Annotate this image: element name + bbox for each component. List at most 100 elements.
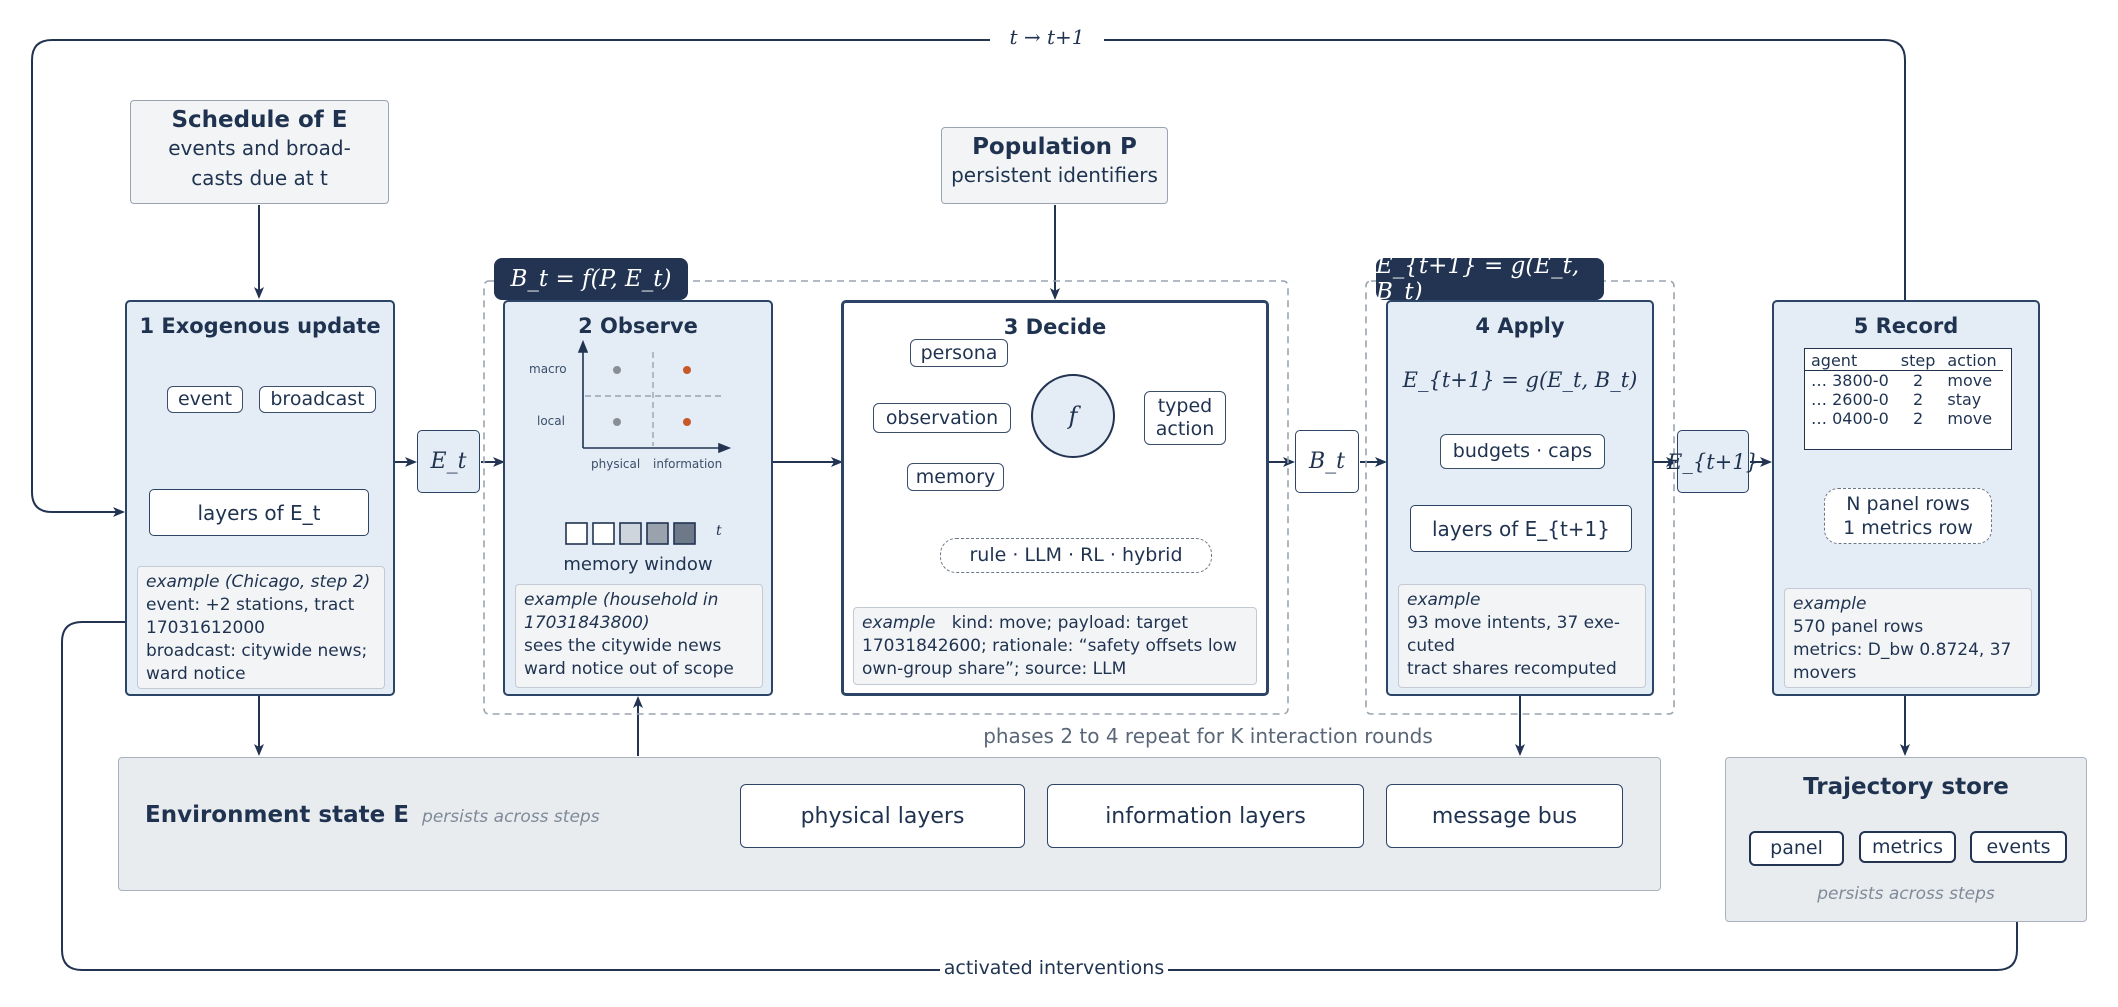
cell-agent: … 0400-0 — [1811, 409, 1889, 428]
physical-layers-box: physical layers — [740, 784, 1025, 848]
cell-step: 2 — [1912, 371, 1924, 390]
memory-window-label: memory window — [563, 554, 713, 575]
example-line: tract shares recomputed — [1407, 659, 1617, 679]
observe-formula-tag: B_t = f(P, E_t) — [494, 258, 688, 300]
phase2-example: example (household in 17031843800) sees … — [515, 584, 763, 688]
table-row: … 3800-0 2 move — [1805, 371, 2003, 390]
population-title: Population P — [972, 134, 1137, 160]
cell-step: 2 — [1912, 390, 1924, 409]
environment-state-panel: Environment state E persists across step… — [118, 757, 1661, 891]
trajectory-events-chip: events — [1970, 831, 2067, 863]
record-table: agent step action … 3800-0 2 move … 2600… — [1805, 351, 2003, 428]
schedule-line2: casts due at t — [191, 166, 328, 190]
et-connector: E_t — [417, 430, 480, 493]
axis-label-physical: physical — [591, 457, 641, 471]
phase5-title: 5 Record — [1853, 314, 1959, 338]
environment-note: persists across steps — [422, 807, 600, 827]
phase2-title: 2 Observe — [578, 314, 698, 338]
example-heading: example — [1407, 590, 1481, 610]
example-line: 17031843800) — [524, 613, 650, 633]
message-bus-box: message bus — [1386, 784, 1623, 848]
example-heading: example — [862, 613, 936, 633]
rows-line: N panel rows — [1846, 493, 1970, 515]
population-box: Population P persistent identifiers — [941, 127, 1168, 204]
example-line: metrics: D_bw 0.8724, 37 — [1793, 640, 2012, 660]
phase3-title: 3 Decide — [1003, 315, 1107, 339]
memory-window-squares — [565, 522, 696, 545]
budgets-caps-chip: budgets · caps — [1440, 434, 1605, 469]
phase-exogenous-update: 1 Exogenous update event broadcast layer… — [125, 300, 395, 696]
example-line: sees the citywide news — [524, 636, 722, 656]
cell-agent: … 3800-0 — [1811, 371, 1889, 390]
information-layers-box: information layers — [1047, 784, 1364, 848]
phase4-title: 4 Apply — [1475, 314, 1565, 338]
typed-action-chip: typed action — [1144, 391, 1226, 445]
memory-chip: memory — [907, 463, 1004, 491]
example-line: ward notice — [146, 664, 246, 684]
record-table-box: agent step action … 3800-0 2 move … 2600… — [1804, 348, 2012, 450]
example-line: example kind: move; payload: target — [862, 612, 1248, 635]
phase-observe: 2 Observe macro local physical informati… — [503, 300, 773, 696]
schedule-title: Schedule of E — [171, 107, 348, 133]
example-line: ward notice out of scope — [524, 659, 734, 679]
example-line: 17031842600; rationale: “safety offsets … — [862, 636, 1237, 656]
example-text: kind: move; payload: target — [951, 613, 1189, 633]
example-line: broadcast: citywide news; — [146, 641, 368, 661]
environment-title: Environment state E — [145, 802, 409, 828]
policy-backends-chip: rule · LLM · RL · hybrid — [940, 538, 1212, 573]
panel-rows-chip: N panel rows 1 metrics row — [1824, 488, 1992, 544]
col-step: step — [1894, 351, 1942, 371]
cell-agent: … 2600-0 — [1811, 390, 1889, 409]
example-line: 570 panel rows — [1793, 617, 1924, 637]
observation-chip: observation — [873, 403, 1011, 433]
phase1-title: 1 Exogenous update — [139, 314, 381, 338]
cell-action: move — [1947, 409, 1993, 428]
phase4-example: example 93 move intents, 37 exe- cuted t… — [1398, 584, 1646, 688]
rows-line: 1 metrics row — [1843, 517, 1973, 539]
dot-local-physical — [613, 418, 621, 426]
repeat-note: phases 2 to 4 repeat for K interaction r… — [983, 724, 1433, 748]
dot-macro-physical — [613, 366, 621, 374]
example-line: 17031612000 — [146, 618, 265, 638]
phase-record: 5 Record agent step action … 3800-0 2 mo… — [1772, 300, 2040, 696]
event-chip: event — [167, 386, 243, 413]
typed-action-line: typed — [1157, 395, 1213, 417]
example-heading: example (household in — [524, 590, 719, 610]
example-line: own-group share”; source: LLM — [862, 659, 1127, 679]
loop-label: t → t+1 — [990, 25, 1104, 49]
axis-label-local: local — [537, 414, 565, 428]
bt-connector: B_t — [1295, 430, 1359, 493]
cell-action: move — [1947, 371, 1993, 390]
trajectory-title: Trajectory store — [1803, 774, 2009, 800]
broadcast-chip: broadcast — [259, 386, 376, 413]
phase-decide: 3 Decide persona observation memory f ty… — [841, 300, 1269, 696]
example-line: 93 move intents, 37 exe- — [1407, 613, 1620, 633]
schedule-line1: events and broad- — [168, 136, 351, 160]
layers-et1-box: layers of E_{t+1} — [1410, 505, 1632, 552]
typed-action-line: action — [1155, 418, 1215, 440]
trajectory-panel-chip: panel — [1749, 831, 1844, 866]
schedule-box: Schedule of E events and broad- casts du… — [130, 100, 389, 204]
table-row: … 0400-0 2 move — [1805, 409, 2003, 428]
phase1-example: example (Chicago, step 2) event: +2 stat… — [137, 566, 385, 689]
decision-function-node: f — [1031, 374, 1115, 458]
example-heading: example — [1793, 594, 1867, 614]
example-line: event: +2 stations, tract — [146, 595, 355, 615]
interventions-label: activated interventions — [940, 957, 1168, 979]
apply-formula: E_{t+1} = g(E_t, B_t) — [1402, 368, 1638, 392]
trajectory-metrics-chip: metrics — [1859, 831, 1956, 863]
phase5-example: example 570 panel rows metrics: D_bw 0.8… — [1784, 588, 2032, 688]
layers-et-box: layers of E_t — [149, 489, 369, 536]
col-action: action — [1941, 351, 2003, 371]
dot-local-information — [683, 418, 691, 426]
cell-step: 2 — [1912, 409, 1924, 428]
observation-grid — [577, 339, 732, 454]
phase3-example: example kind: move; payload: target 1703… — [853, 607, 1257, 685]
example-line: cuted — [1407, 636, 1456, 656]
persona-chip: persona — [910, 339, 1008, 367]
environment-title-row: Environment state E persists across step… — [145, 802, 600, 828]
memory-t-label: t — [716, 523, 722, 539]
et1-connector: E_{t+1} — [1667, 430, 1759, 493]
axis-label-information: information — [653, 457, 723, 471]
axis-label-macro: macro — [529, 362, 567, 376]
